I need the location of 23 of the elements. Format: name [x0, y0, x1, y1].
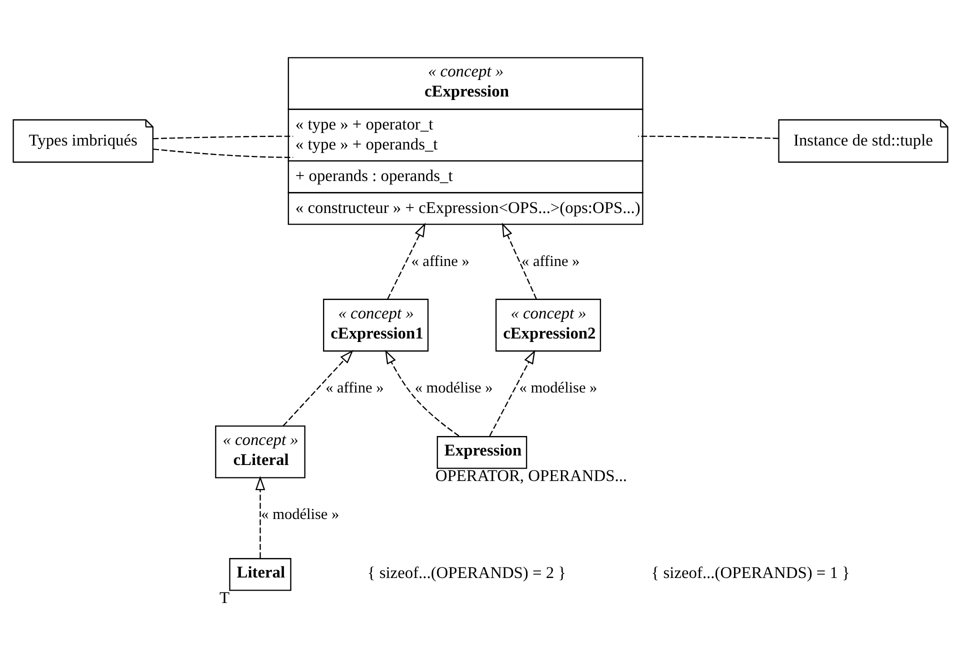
- arrow: [282, 349, 354, 426]
- edge-label: « affine »: [326, 379, 384, 396]
- node-box: « concept » cExpression2: [495, 298, 602, 352]
- node-box: « concept » cExpression1: [323, 298, 429, 352]
- edge-label: « modélise »: [414, 379, 493, 396]
- connector: [638, 135, 779, 138]
- edge-label: « affine »: [411, 252, 470, 270]
- node-box: Literal: [229, 558, 292, 590]
- node-box: Expression: [436, 436, 528, 468]
- arrow: [255, 476, 266, 558]
- node-label: T: [219, 587, 230, 606]
- edge-label: « modélise »: [261, 506, 340, 523]
- arrow: [387, 222, 426, 299]
- edge-label: « affine »: [522, 252, 580, 270]
- label: { sizeof...(OPERANDS) = 1 }: [651, 562, 850, 582]
- label: { sizeof...(OPERANDS) = 2 }: [367, 562, 566, 582]
- arrow: [385, 349, 460, 436]
- connector: [153, 148, 294, 158]
- connector: [152, 135, 294, 139]
- node-box: « concept » cLiteral: [215, 424, 306, 478]
- arrow: [502, 222, 537, 299]
- arrow: [489, 349, 536, 436]
- edge-label: « modélise »: [519, 379, 598, 396]
